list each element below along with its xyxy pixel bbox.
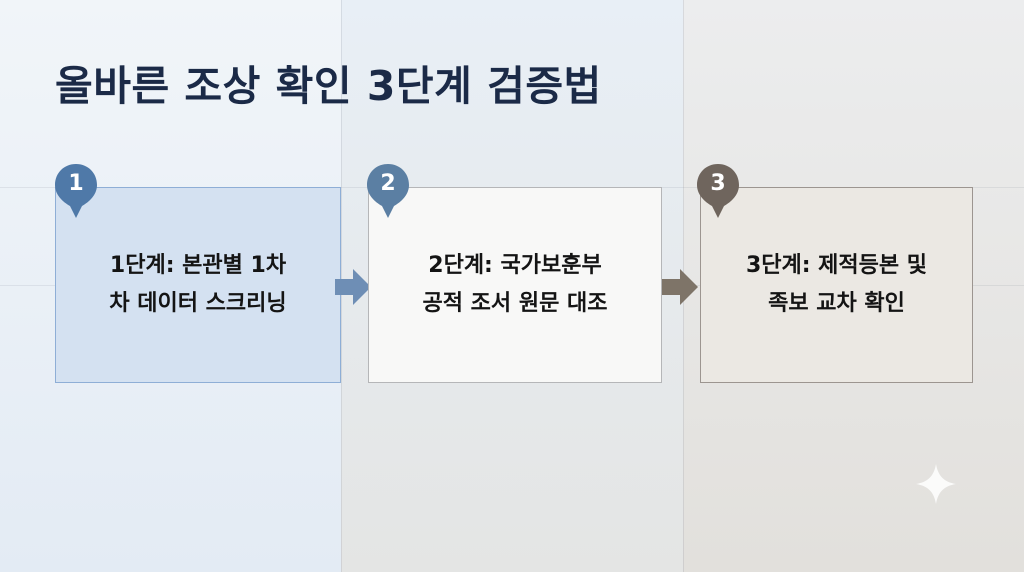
map-pin-icon	[55, 164, 97, 218]
connector-arrow-2	[660, 267, 700, 311]
step-3-badge: 3	[694, 162, 742, 222]
step-3-number: 3	[710, 171, 726, 196]
connector-arrow-1	[333, 267, 373, 311]
arrow-right-icon	[662, 269, 698, 305]
step-2-label: 2단계: 국가보훈부 공적 조서 원문 대조	[422, 253, 608, 316]
arrow-right-icon	[335, 269, 371, 305]
page-title: 올바른 조상 확인 3단계 검증법	[55, 62, 602, 110]
map-pin-icon	[697, 164, 739, 218]
step-3-label: 3단계: 제적등본 및 족보 교차 확인	[745, 253, 928, 316]
step-1-number: 1	[68, 171, 84, 196]
step-3-box: 3단계: 제적등본 및 족보 교차 확인	[700, 187, 973, 383]
map-pin-icon	[367, 164, 409, 218]
step-2-number: 2	[380, 171, 396, 196]
step-2-badge: 2	[364, 162, 412, 222]
sparkle-icon	[914, 462, 958, 510]
step-1-label: 1단계: 본관별 1차 차 데이터 스크리닝	[109, 253, 287, 316]
step-1-badge: 1	[52, 162, 100, 222]
step-2-box: 2단계: 국가보훈부 공적 조서 원문 대조	[368, 187, 662, 383]
